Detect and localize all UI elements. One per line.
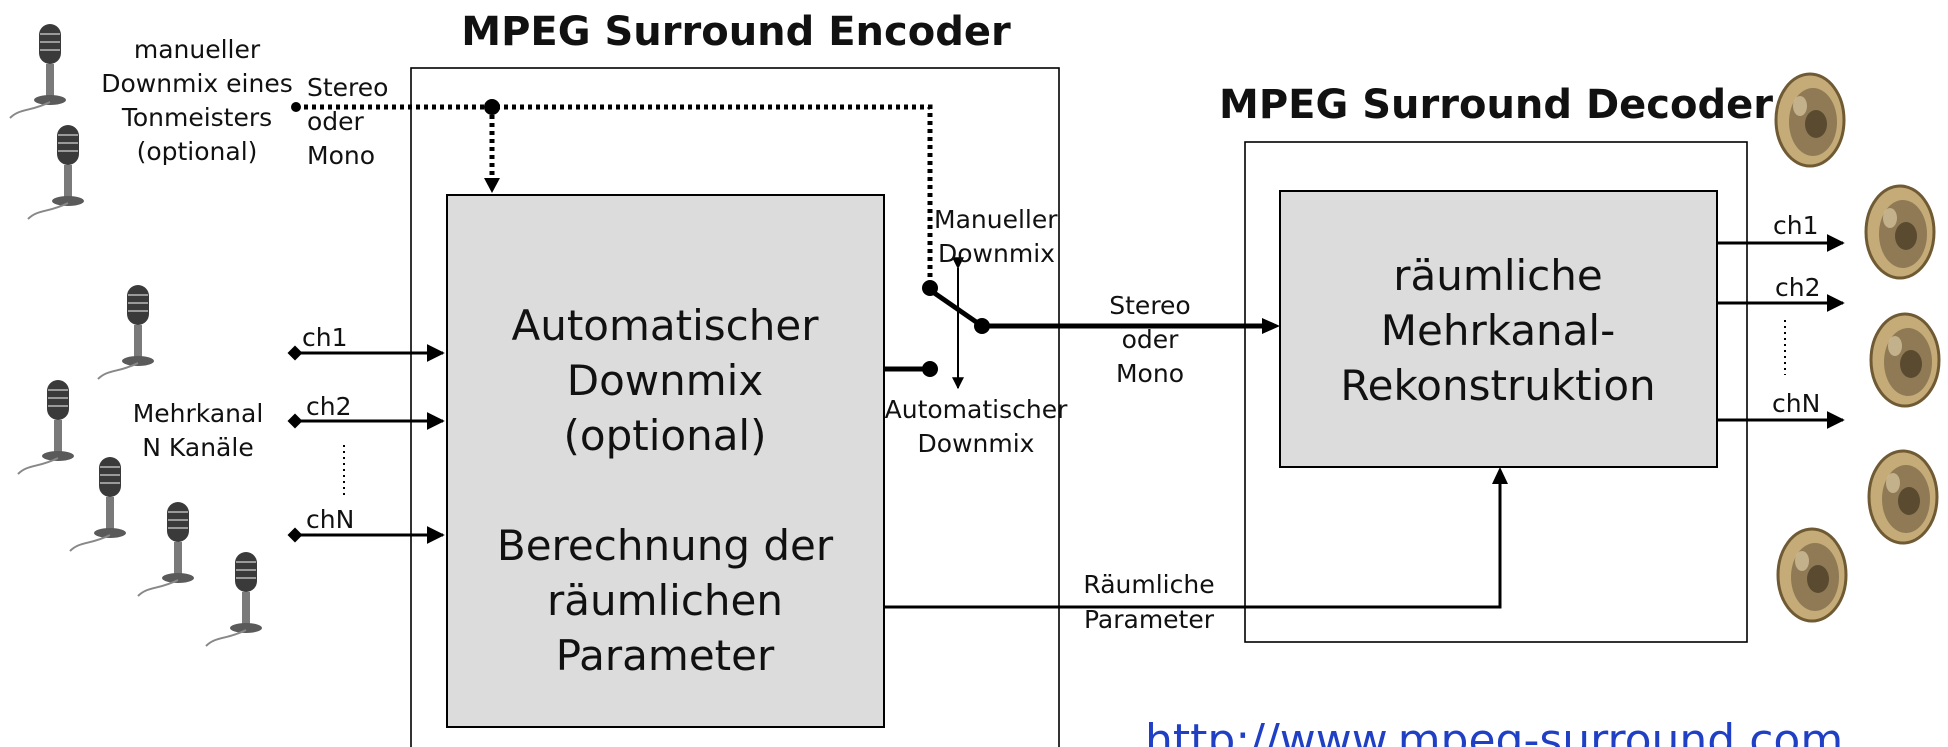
spatial-parameters-arrowhead (1492, 467, 1508, 484)
switch-manual-label: Manueller Downmix (934, 205, 1058, 268)
output-channel-label: ch2 (1775, 273, 1821, 302)
input-channel-label: ch1 (302, 323, 348, 352)
encoder-block-line: Parameter (556, 631, 775, 680)
decoder-block-text: räumliche Mehrkanal- Rekonstruktion (1340, 251, 1655, 410)
encoder-block-line: Automatischer (511, 301, 819, 350)
transmission-downmix-line: oder (1122, 325, 1180, 354)
microphone-icon (17, 379, 75, 475)
encoder-block-line: räumlichen (547, 576, 783, 625)
encoder-block-line: Downmix (567, 356, 763, 405)
decoder-title: MPEG Surround Decoder (1219, 82, 1773, 128)
multichannel-line: Mehrkanal (133, 399, 264, 428)
spatial-parameters-line (884, 484, 1502, 609)
spatial-parameters-line-text: Räumliche (1083, 570, 1214, 599)
switch-manual-line: Manueller (934, 205, 1058, 234)
encoder-block (446, 194, 885, 728)
microphone-icon (69, 456, 127, 552)
switch-auto-line: Automatischer (885, 395, 1068, 424)
output-channel-label: ch1 (1773, 211, 1819, 240)
downmix-switch (884, 257, 990, 390)
speaker-icon (1776, 527, 1848, 623)
decoder-block-line: Rekonstruktion (1340, 361, 1655, 410)
encoder-block-line: (optional) (564, 411, 767, 460)
transmission-downmix-line: Mono (1116, 359, 1184, 388)
switch-manual-line: Downmix (938, 239, 1055, 268)
transmission-downmix-label: Stereo oder Mono (1109, 291, 1190, 388)
downmix-arrowhead (1262, 318, 1280, 334)
transmission-downmix-line: Stereo (1109, 291, 1190, 320)
input-channel-label: ch2 (306, 392, 352, 421)
encoder-block-line: Berechnung der (497, 521, 834, 570)
speaker-icon (1869, 312, 1941, 408)
decoder-block (1279, 190, 1718, 468)
switch-auto-label: Automatischer Downmix (885, 395, 1068, 458)
manual-label-line: Downmix eines (101, 69, 292, 98)
auto-downmix-node (922, 361, 938, 377)
stereo-mono-line: oder (307, 107, 365, 136)
output-channel-label: chN (1772, 389, 1820, 418)
multichannel-line: N Kanäle (142, 433, 253, 462)
microphone-icon (27, 124, 85, 220)
manual-input-node (291, 102, 301, 112)
stereo-mono-line: Mono (307, 141, 375, 170)
input-stereo-mono-label: Stereo oder Mono (307, 73, 388, 170)
manual-downmix-label: manueller Downmix eines Tonmeisters (opt… (101, 35, 292, 166)
encoder-title: MPEG Surround Encoder (461, 9, 1011, 55)
speaker-icon (1867, 449, 1939, 545)
decoder-block-line: Mehrkanal- (1381, 306, 1615, 355)
input-channel-label: chN (306, 505, 354, 534)
multichannel-label: Mehrkanal N Kanäle (133, 399, 264, 462)
input-channels: ch1 ch2 chN (287, 323, 445, 544)
microphone-icon (137, 501, 195, 597)
decoder-block-line: räumliche (1393, 251, 1602, 300)
speaker-icon (1864, 184, 1936, 280)
switch-auto-line: Downmix (918, 429, 1035, 458)
microphone-icon (9, 23, 67, 119)
output-channels: ch1 ch2 chN (1717, 211, 1845, 429)
microphone-icon (205, 551, 263, 647)
manual-label-line: Tonmeisters (121, 103, 272, 132)
spatial-parameters-label: Räumliche Parameter (1083, 570, 1214, 634)
manual-label-line: (optional) (137, 137, 258, 166)
mpeg-surround-link[interactable]: http://www.mpeg-surround.com (1145, 715, 1843, 747)
manual-to-encoder-arrowhead (484, 178, 500, 193)
stereo-mono-line: Stereo (307, 73, 388, 102)
manual-label-line: manueller (134, 35, 261, 64)
speaker-icon (1774, 72, 1846, 168)
spatial-parameters-line-text: Parameter (1084, 605, 1215, 634)
manual-downmix-path (296, 104, 933, 285)
microphone-icon (97, 284, 155, 380)
encoder-block-text: Automatischer Downmix (optional) Berechn… (497, 301, 834, 680)
